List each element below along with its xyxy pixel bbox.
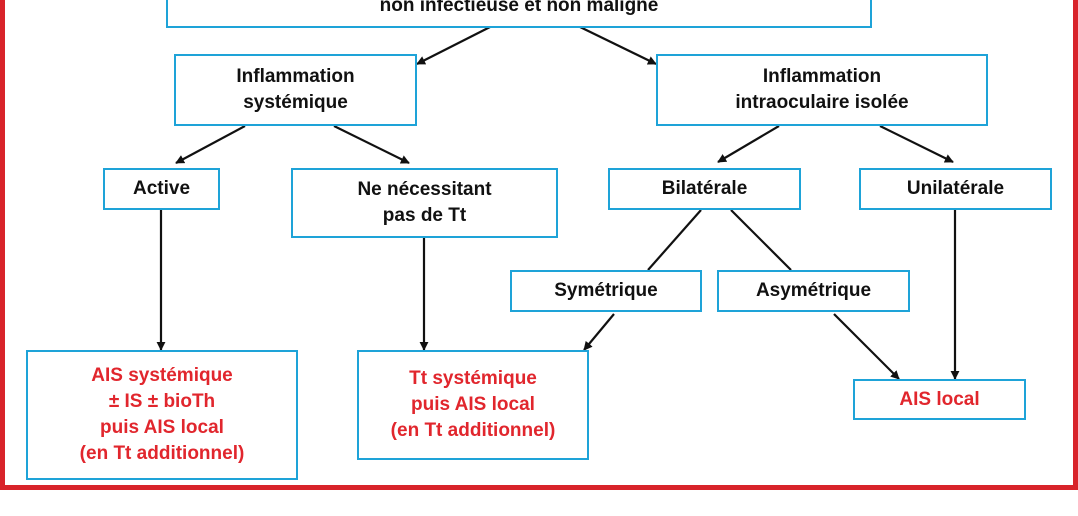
node-unilaterale: Unilatérale bbox=[859, 168, 1052, 210]
edge-root-systemic bbox=[416, 25, 493, 65]
edge-root-isolated bbox=[577, 25, 657, 65]
node-ais-systemique: AIS systémique ± IS ± bioTh puis AIS loc… bbox=[26, 350, 298, 480]
edge-symmetric-tt-systemic bbox=[583, 313, 615, 351]
node-ne-necessitant-pas-de-tt: Ne nécessitant pas de Tt bbox=[291, 168, 558, 238]
node-symetrique: Symétrique bbox=[510, 270, 702, 312]
edge-bilateral-symmetric bbox=[647, 209, 702, 271]
edge-systemic-no-treatment bbox=[333, 125, 410, 164]
edge-isolated-bilateral bbox=[717, 125, 780, 163]
node-ais-local: AIS local bbox=[853, 379, 1026, 420]
node-tt-systemique: Tt systémique puis AIS local (en Tt addi… bbox=[357, 350, 589, 460]
diagram-frame bbox=[0, 0, 1078, 490]
node-bilaterale: Bilatérale bbox=[608, 168, 801, 210]
edge-asymmetric-ais-local bbox=[833, 313, 900, 380]
node-asymetrique: Asymétrique bbox=[717, 270, 910, 312]
edge-isolated-unilateral bbox=[879, 125, 954, 163]
node-inflammation-intraoculaire-isolee: Inflammation intraoculaire isolée bbox=[656, 54, 988, 126]
node-root: non infectieuse et non maligne bbox=[166, 0, 872, 28]
node-inflammation-systemique: Inflammation systémique bbox=[174, 54, 417, 126]
edge-systemic-active bbox=[175, 125, 246, 164]
edge-bilateral-asymmetric bbox=[730, 209, 792, 271]
node-active: Active bbox=[103, 168, 220, 210]
